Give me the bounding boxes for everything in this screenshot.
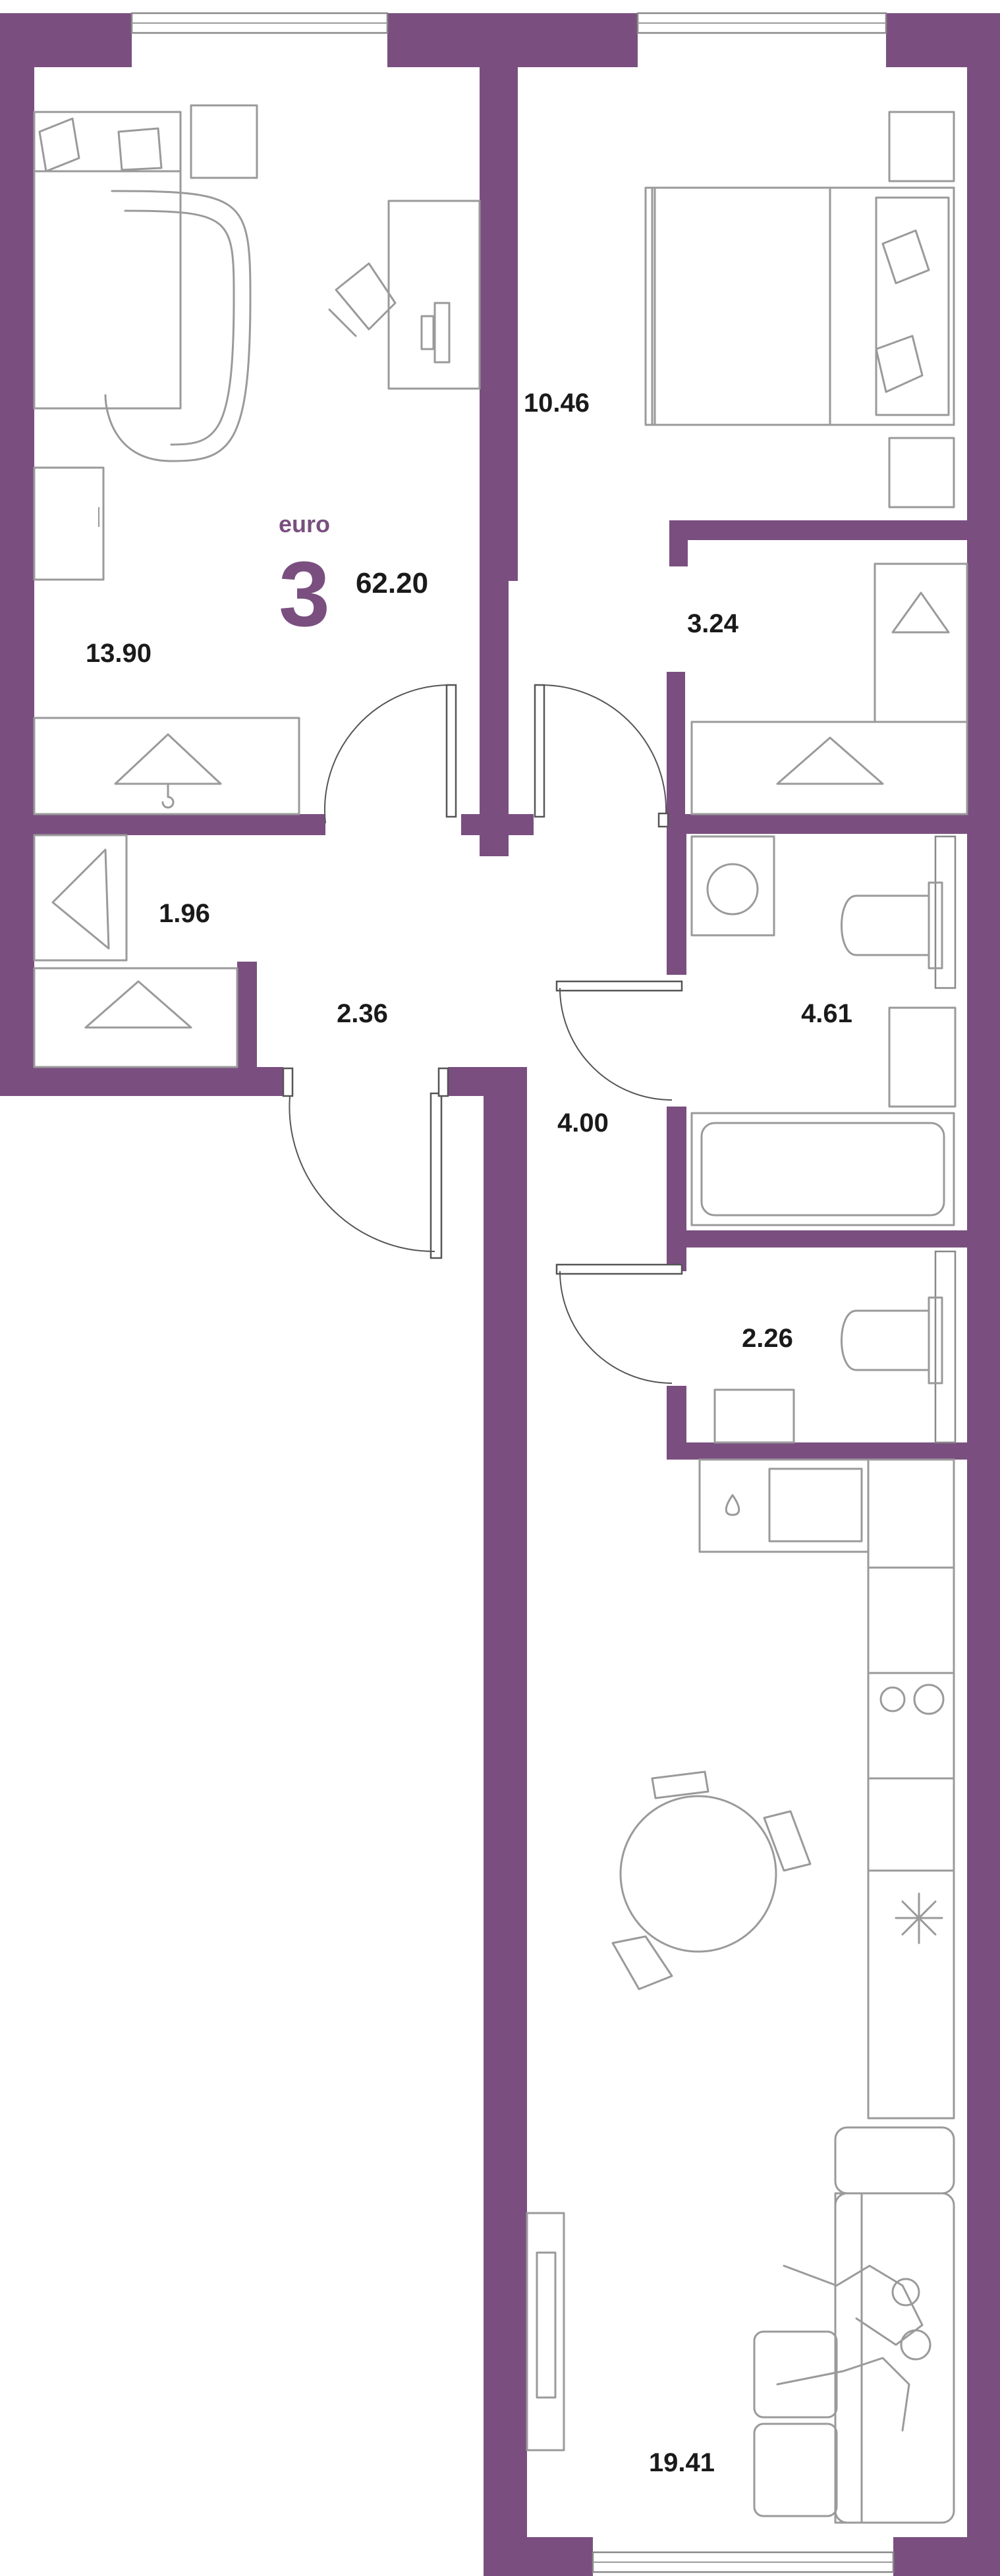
- nightstand-left: [190, 104, 258, 179]
- badge-label: euro: [279, 510, 330, 537]
- monitor: [433, 302, 451, 364]
- wall-living-left: [484, 1096, 527, 2537]
- chair-2: [763, 1810, 812, 1872]
- wall-bath-left-lower: [667, 1107, 686, 1238]
- badge-rooms: 3: [279, 542, 330, 645]
- wall-top-mid: [387, 13, 638, 67]
- wall-closet-right-top-stub: [669, 520, 688, 566]
- doors: [282, 684, 683, 1384]
- chair-1: [651, 1770, 709, 1799]
- sink-bath: [888, 1006, 957, 1108]
- wall-right-outer: [967, 67, 1000, 2537]
- windows: [130, 12, 957, 2573]
- area-bedroom-left: 13.90: [86, 639, 152, 668]
- wall-toilet-bottom: [667, 1442, 967, 1460]
- nightstand-right-top: [888, 111, 955, 182]
- door-bathroom[interactable]: [555, 980, 683, 992]
- area-closet-right: 3.24: [687, 609, 739, 638]
- wardrobe-closet-right: [874, 562, 968, 723]
- wall-left-bottom: [0, 1067, 283, 1096]
- wall-bedroom-left-bottom: [34, 814, 325, 835]
- wall-closet-right-top: [669, 520, 967, 540]
- area-kitchen-living: 19.41: [649, 2448, 715, 2477]
- bed-left: [33, 111, 252, 462]
- window-bath: [934, 835, 957, 989]
- toilet-wc: [841, 1309, 930, 1371]
- wall-hall-corner: [448, 1067, 527, 1096]
- wall-bath-left-upper: [667, 834, 686, 975]
- bathtub: [690, 1112, 955, 1226]
- door-hall-left-jamb-2: [437, 1067, 449, 1097]
- wall-bath-toilet: [667, 1230, 967, 1247]
- door-bedroom-right[interactable]: [534, 684, 545, 818]
- wall-closet-right-left: [667, 672, 685, 818]
- door-hall-left-jamb: [282, 1067, 294, 1097]
- area-bathroom: 4.61: [801, 999, 852, 1028]
- wall-top-right: [886, 13, 1000, 67]
- sofa: [753, 2126, 955, 2524]
- wall-closet-left-side: [237, 962, 257, 1096]
- sink-wc: [713, 1388, 795, 1444]
- door-toilet[interactable]: [555, 1263, 683, 1275]
- apartment-badge: euro 3 62.20: [279, 510, 428, 645]
- tv-unit: [526, 2212, 565, 2452]
- badge-total-area: 62.20: [356, 567, 428, 599]
- wall-hall-top-mid: [461, 814, 534, 835]
- area-toilet: 2.26: [742, 1324, 793, 1353]
- wall-partition-lower: [480, 304, 518, 581]
- walls: [0, 13, 1000, 2576]
- door-bedroom-left[interactable]: [445, 684, 457, 818]
- wall-top-left: [0, 13, 132, 67]
- washing-machine: [690, 835, 775, 937]
- toilet-bath: [841, 894, 930, 956]
- area-hall-left: 2.36: [337, 999, 388, 1028]
- furniture: [33, 104, 968, 2524]
- area-closet-left: 1.96: [159, 899, 210, 928]
- dining-table: [619, 1795, 777, 1953]
- wall-toilet-left-lower: [667, 1386, 686, 1452]
- wall-left-outer: [0, 67, 34, 1096]
- wall-bottom-left: [484, 2537, 593, 2576]
- kitchen-counter: [698, 1458, 955, 2120]
- door-closet-right-jamb: [657, 812, 669, 828]
- door-hall-left[interactable]: [430, 1092, 443, 1259]
- wall-closet-right-bottom: [667, 814, 967, 834]
- wardrobe-hall-right: [690, 721, 968, 815]
- bed-right: [644, 186, 955, 426]
- nightstand-right-bottom: [888, 437, 955, 508]
- area-hall-center: 4.00: [557, 1109, 609, 1137]
- desk-chair: [335, 262, 397, 331]
- area-bedroom-right: 10.46: [524, 389, 590, 418]
- area-labels: 13.90 10.46 3.24 1.96 2.36 4.00 4.61 2.2…: [86, 389, 852, 2477]
- window-toilet: [934, 1250, 957, 1444]
- wall-partition-upper: [480, 67, 518, 304]
- dresser-left: [33, 466, 105, 581]
- wardrobe-closet-left-h: [33, 967, 238, 1068]
- wall-partition-stub: [480, 581, 509, 856]
- chair-3: [611, 1935, 673, 1990]
- wardrobe-left: [33, 717, 300, 815]
- wardrobe-closet-left-v: [33, 834, 128, 962]
- wall-bottom-right: [893, 2537, 1000, 2576]
